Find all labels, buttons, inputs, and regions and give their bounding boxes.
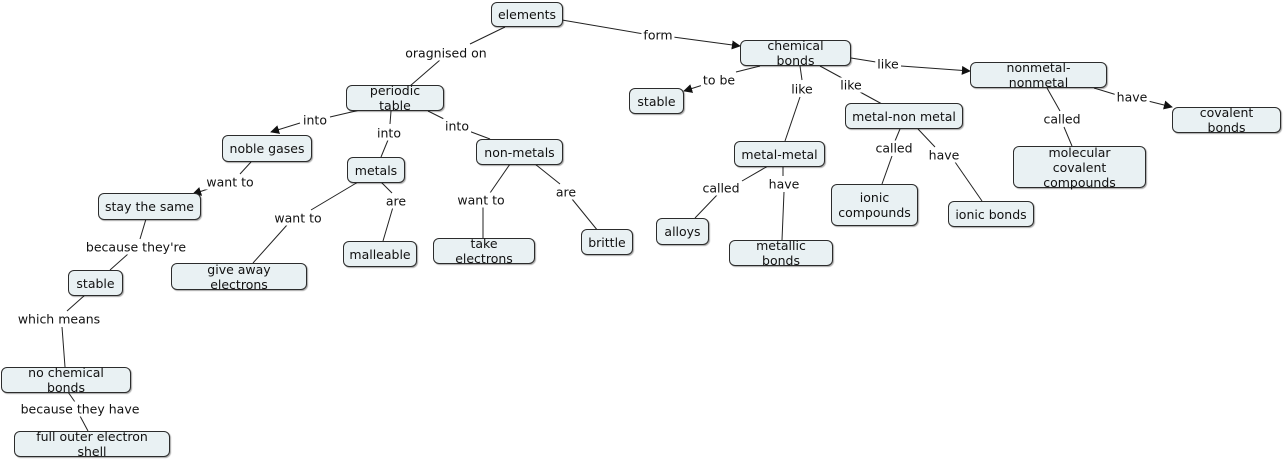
link-have-metallic: have (766, 176, 802, 192)
concept-brittle[interactable]: brittle (581, 229, 633, 255)
concept-stable-left[interactable]: stable (68, 270, 123, 296)
concept-full-outer-electron-shell[interactable]: full outer electron shell (14, 429, 170, 459)
link-oragnised-on: oragnised on (403, 45, 489, 61)
concept-ionic-bonds[interactable]: ionic bonds (948, 201, 1034, 227)
concept-metal-metal[interactable]: metal-metal (734, 141, 825, 167)
link-because-they-have: because they have (18, 401, 142, 417)
link-into-non-metals: into (443, 118, 471, 134)
edge-mn-called (894, 128, 901, 142)
edge-have-metallic (781, 191, 785, 241)
link-like-metal-metal: like (789, 81, 815, 97)
edge-chem-like-nn (850, 57, 877, 63)
edge-have-ionic-bonds (954, 161, 983, 202)
link-called-molecular: called (1041, 111, 1083, 127)
concept-periodic-table[interactable]: periodic table (346, 83, 444, 113)
edge-chem-tobe (735, 65, 761, 73)
concept-elements[interactable]: elements (491, 2, 563, 27)
edge-pt-into-noble (329, 109, 361, 118)
link-like-nonmetal: like (875, 56, 901, 72)
edge-mm-called (741, 165, 769, 182)
edge-wantto-give (252, 224, 288, 264)
link-called-ionic: called (873, 140, 915, 156)
edge-called-molecular (1063, 126, 1073, 147)
edge-nonmetals-wantto (489, 163, 511, 194)
concept-ionic-compounds[interactable]: ionic compounds (831, 184, 918, 226)
concept-give-away-electrons[interactable]: give away electrons (171, 262, 307, 292)
edge-noble-wantto (239, 161, 252, 175)
edge-metals-are (380, 181, 393, 194)
edge-like-metalnon (859, 91, 883, 105)
edge-are-malleable (382, 206, 394, 242)
edge-are-brittle (571, 198, 599, 232)
concept-stay-the-same[interactable]: stay the same (98, 193, 201, 220)
edge-like-nonmetal (900, 65, 971, 75)
concept-chemical-bonds[interactable]: chemical bonds (740, 38, 851, 68)
edge-nochem-because (67, 391, 76, 403)
link-which-means: which means (15, 311, 103, 327)
link-to-be: to be (700, 72, 738, 88)
link-called-alloys: called (700, 180, 742, 196)
concept-metallic-bonds[interactable]: metallic bonds (729, 238, 833, 268)
edge-mn-have (917, 128, 936, 148)
edge-called-ionic-compounds (881, 155, 893, 185)
edge-pt-into-nonmetals (427, 110, 447, 121)
link-into-noble: into (301, 112, 329, 128)
edge-because-full (79, 415, 89, 432)
edge-because-stable (109, 253, 129, 271)
link-are-malleable: are (383, 193, 409, 209)
link-want-to-give: want to (272, 210, 324, 226)
link-have-ionic: have (926, 147, 962, 163)
edge-form-chemical-bonds (672, 36, 741, 50)
edge-chem-like-mm (799, 65, 803, 81)
edge-stable-means (66, 294, 86, 312)
edge-means-nochem (61, 326, 66, 368)
concept-covalent-bonds[interactable]: covalent bonds (1172, 105, 1281, 135)
edge-oragnised-periodic (409, 59, 441, 87)
link-form: form (641, 27, 675, 43)
concept-take-electrons[interactable]: take electrons (433, 236, 535, 266)
concept-alloys[interactable]: alloys (656, 218, 709, 245)
edge-called-alloys (694, 193, 719, 219)
edge-pt-into-metals (389, 110, 392, 125)
link-are-brittle: are (553, 184, 579, 200)
link-have-covalent: have (1114, 89, 1150, 105)
edge-elements-form (561, 19, 645, 35)
concept-nonmetal-nonmetal[interactable]: nonmetal-nonmetal (970, 60, 1107, 90)
concept-molecular-covalent-compounds[interactable]: molecular covalent compounds (1013, 145, 1146, 190)
link-into-metals: into (375, 125, 403, 141)
edge-into-noble (270, 122, 301, 134)
edge-like-metalmetal (784, 96, 801, 142)
concept-noble-gases[interactable]: noble gases (222, 135, 312, 162)
edge-chem-like-mn (819, 65, 843, 79)
link-like-metal-non-metal: like (838, 77, 864, 93)
edge-have-covalent (1147, 100, 1173, 110)
edge-nn-called (1046, 87, 1061, 112)
edge-metals-wantto (310, 181, 359, 211)
concept-no-chemical-bonds[interactable]: no chemical bonds (1, 365, 131, 395)
concept-metal-non-metal[interactable]: metal-non metal (845, 103, 963, 129)
concept-malleable[interactable]: malleable (343, 241, 417, 267)
link-want-to-take: want to (455, 192, 507, 208)
concept-stable-top[interactable]: stable (629, 88, 684, 114)
concept-metals[interactable]: metals (347, 157, 405, 183)
link-want-to-stay: want to (204, 174, 256, 190)
edge-elements-oragnised (469, 26, 506, 45)
edge-into-metals (380, 139, 389, 158)
edge-nn-have (1093, 87, 1118, 96)
edge-nonmetals-are (534, 163, 561, 185)
concept-non-metals[interactable]: non-metals (476, 139, 563, 165)
edge-stay-because (139, 218, 147, 240)
link-because-theyre: because they're (83, 239, 189, 255)
